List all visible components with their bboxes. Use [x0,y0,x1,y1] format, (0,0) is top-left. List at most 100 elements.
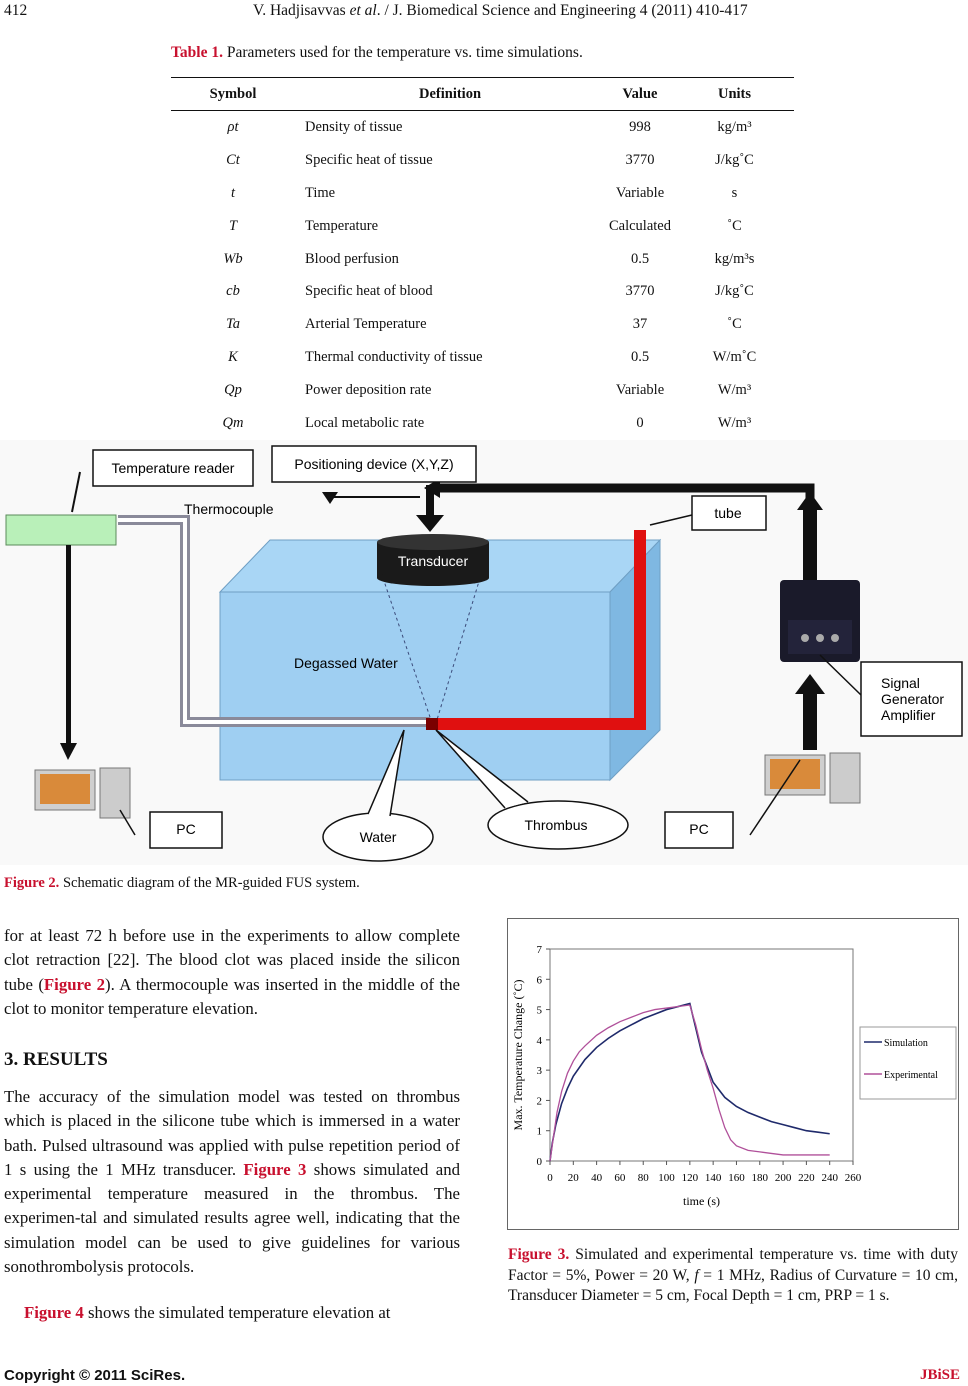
y-tick-label: 3 [537,1065,543,1077]
x-tick-label: 80 [638,1172,650,1184]
table-row: T Temperature Calculated ˚C [171,210,794,243]
cell-value: Variable [615,382,665,399]
cell-definition: Time [305,184,336,201]
cell-value: Calculated [608,217,671,234]
x-tick-label: 40 [591,1172,603,1184]
cell-units: s [731,184,738,201]
running-header: 412 V. Hadjisavvas et al. / J. Biomedica… [0,2,968,26]
copyright: Copyright © 2011 SciRes. [4,1367,186,1384]
temperature-reader-label: Temperature reader [112,460,235,476]
cell-symbol: Qp [224,382,242,399]
paragraph-3: Figure 4 shows the simulated temperature… [24,1303,391,1322]
table-row: Ct Specific heat of tissue 3770 J/kg˚C [171,144,794,177]
x-tick-label: 100 [658,1172,675,1184]
signal-generator-label: Signal Generator Amplifier [881,675,948,723]
cell-definition: Thermal conductivity of tissue [305,349,483,366]
x-tick-label: 240 [821,1172,838,1184]
cell-value: 3770 [625,283,655,300]
table-row: ρt Density of tissue 998 kg/m³ [171,111,794,144]
cell-symbol: ρt [227,118,239,135]
fus-system-diagram: Transducer Temperature reader Positionin… [0,440,968,865]
cell-definition: Specific heat of tissue [305,151,433,168]
figure2-ref[interactable]: Figure 2 [43,974,105,994]
cell-units: W/m³ [717,414,752,431]
cell-definition: Density of tissue [305,118,403,135]
cell-value: 3770 [625,151,655,168]
parameters-table: Symbol Definition Value Units ρt Density … [171,77,794,441]
water-callout: Water [360,829,397,845]
cell-value: 0 [636,414,644,431]
positioning-device-label: Positioning device (X,Y,Z) [294,456,453,472]
legend-box [859,1026,957,1100]
journal-abbrev: JBiSE [919,1367,960,1383]
cell-symbol: Ct [226,151,240,168]
cell-units: kg/m³ [717,118,752,135]
header-units: Units [717,85,752,102]
cell-value: 998 [629,118,651,135]
cell-definition: Power deposition rate [305,382,432,399]
cell-symbol: cb [226,283,240,300]
cell-value: 0.5 [630,349,650,366]
table-row: cb Specific heat of blood 3770 J/kg˚C [171,275,794,308]
x-tick-label: 120 [682,1172,699,1184]
header-definition: Definition [418,85,482,102]
pc-left-label: PC [176,821,195,837]
figure2-caption: Figure 2. Schematic diagram of the MR-gu… [4,875,360,891]
cell-units: ˚C [727,217,742,234]
legend-label: Simulation [884,1038,928,1049]
cell-symbol: t [230,184,236,201]
table-caption: Table 1. Parameters used for the tempera… [171,44,583,62]
y-tick-label: 6 [537,974,543,986]
cell-value: Variable [615,184,665,201]
x-tick-label: 0 [547,1172,553,1184]
cell-units: J/kg˚C [715,151,754,168]
cell-definition: Specific heat of blood [305,283,433,300]
cell-symbol: Qm [222,414,244,431]
header-value: Value [622,85,658,102]
cell-definition: Blood perfusion [305,250,399,267]
x-tick-label: 180 [752,1172,769,1184]
y-tick-label: 0 [537,1156,543,1168]
y-tick-label: 2 [537,1095,543,1107]
table-caption-label: Table 1. [171,44,223,61]
cell-units: J/kg˚C [715,283,754,300]
cell-units: kg/m³s [714,250,755,267]
x-tick-label: 160 [728,1172,745,1184]
legend-label: Experimental [884,1070,938,1081]
paragraph-2: The accuracy of the simulation model was… [4,1087,460,1277]
table-row: t Time Variable s [171,177,794,210]
pc-right-label: PC [689,821,708,837]
figure3-ref[interactable]: Figure 3 [243,1159,307,1179]
series-line-experimental [549,1004,830,1162]
degassed-water-label: Degassed Water [294,655,398,671]
x-tick-label: 220 [798,1172,815,1184]
y-tick-label: 1 [537,1126,543,1138]
cell-units: W/m˚C [712,349,757,366]
figure3-caption: Figure 3. Simulated and experimental tem… [508,1246,958,1304]
cell-value: 0.5 [630,250,650,267]
table-row: K Thermal conductivity of tissue 0.5 W/m˚C [171,341,794,374]
paragraph-1: for at least 72 h before use in the expe… [4,926,461,1018]
y-tick-label: 7 [537,944,543,956]
table-header-row: Symbol Definition Value Units [171,77,794,111]
figure4-ref[interactable]: Figure 4 [24,1303,84,1322]
x-axis-label: time (s) [683,1194,720,1208]
cell-symbol: K [228,349,238,366]
y-tick-label: 4 [537,1035,543,1047]
y-tick-label: 5 [537,1005,543,1017]
citation: V. Hadjisavvas et al. / J. Biomedical Sc… [253,2,748,19]
cell-definition: Temperature [305,217,379,234]
x-tick-label: 20 [568,1172,580,1184]
table-caption-text: Parameters used for the temperature vs. … [222,44,583,61]
tube-label: tube [714,505,741,521]
x-tick-label: 200 [775,1172,792,1184]
thermocouple-label: Thermocouple [184,501,274,517]
plot-area [549,948,854,1162]
cell-symbol: T [228,217,238,234]
